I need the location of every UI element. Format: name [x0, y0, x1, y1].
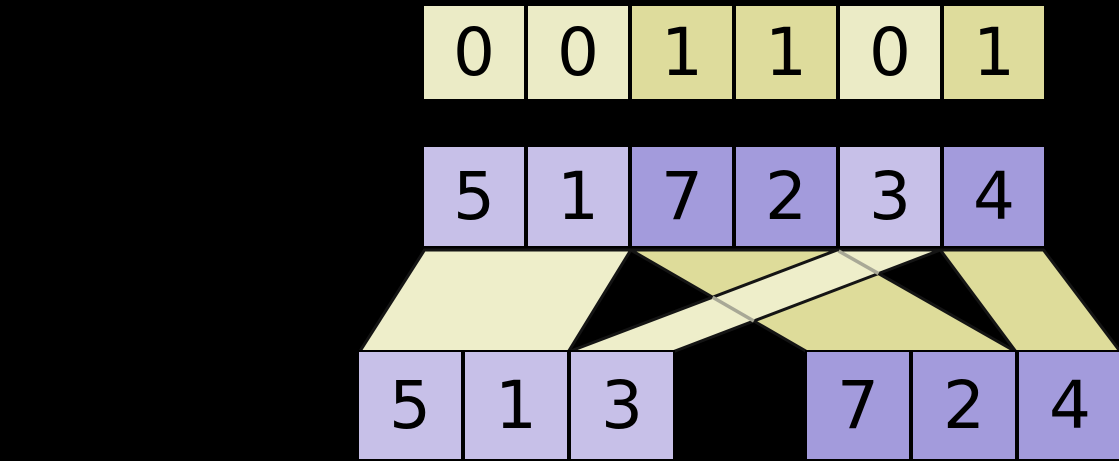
- flag-cell: 1: [734, 4, 838, 101]
- crossing-overlap-line-2: [837, 249, 880, 276]
- output-right-cell: 2: [911, 350, 1017, 461]
- output-left-cell: 5: [357, 350, 463, 461]
- crossing-overlap-line-1: [711, 295, 755, 323]
- input-cell: 2: [734, 145, 838, 248]
- output-right-cell: 7: [805, 350, 911, 461]
- flag-cell: 0: [838, 4, 942, 101]
- flag-cell: 1: [942, 4, 1046, 101]
- flag-cell: 1: [630, 4, 734, 101]
- input-cell: 7: [630, 145, 734, 248]
- output-left-cell: 3: [569, 350, 675, 461]
- output-right-cell: 4: [1017, 350, 1119, 461]
- flag-cell: 0: [526, 4, 630, 101]
- input-cell: 1: [526, 145, 630, 248]
- input-cell: 5: [422, 145, 526, 248]
- input-cell: 4: [942, 145, 1046, 248]
- funnel-flag0-run1: [356, 248, 634, 354]
- funnel-flag1-run2: [937, 248, 1119, 354]
- output-left-cell: 1: [463, 350, 569, 461]
- flag-cell: 0: [422, 4, 526, 101]
- input-cell: 3: [838, 145, 942, 248]
